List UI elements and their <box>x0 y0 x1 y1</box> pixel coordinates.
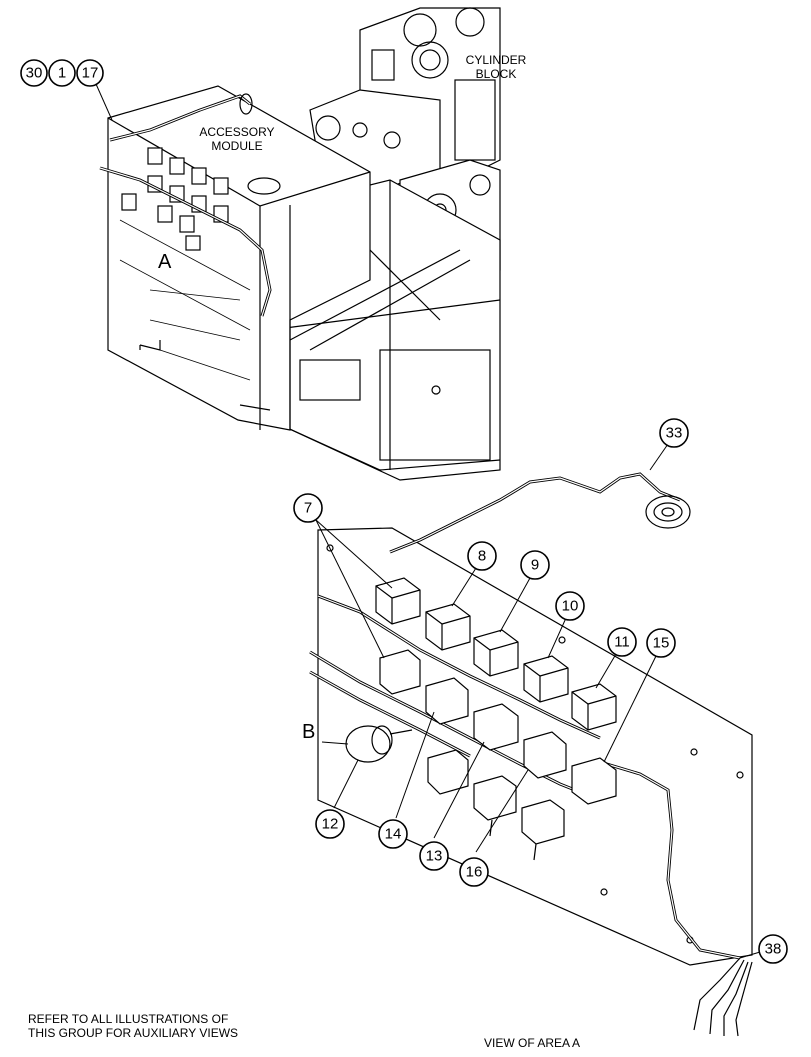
refer-note-line2: THIS GROUP FOR AUXILIARY VIEWS <box>28 1026 239 1040</box>
cylinder-block-label-line1: CYLINDER <box>466 53 527 67</box>
leader-b <box>321 741 349 745</box>
area-a-label: A <box>158 251 172 273</box>
relay-10 <box>523 655 569 703</box>
callout-17: 17 <box>76 59 104 87</box>
component-12 <box>345 725 413 763</box>
refer-note-line1: REFER TO ALL ILLUSTRATIONS OF <box>28 1012 229 1026</box>
accessory-module-drawing <box>99 85 371 431</box>
callout-14: 14 <box>378 819 408 849</box>
callout-13-number: 13 <box>426 848 443 865</box>
callout-13: 13 <box>419 841 449 871</box>
callout-10-number: 10 <box>562 598 579 615</box>
callout-leaders <box>315 443 761 959</box>
callout-15-number: 15 <box>653 635 670 652</box>
callout-17-number: 17 <box>82 65 99 82</box>
harness-33 <box>389 472 691 554</box>
callout-1: 1 <box>48 59 76 87</box>
callout-12-number: 12 <box>322 816 339 833</box>
relay-row-upper <box>375 577 617 731</box>
area-b-label: B <box>302 721 315 743</box>
relay-row-lower <box>379 649 617 861</box>
callout-7-number: 7 <box>304 500 312 517</box>
leader-17 <box>95 83 113 121</box>
callout-8-number: 8 <box>478 548 486 565</box>
callout-33-number: 33 <box>666 425 683 442</box>
refer-note: REFER TO ALL ILLUSTRATIONS OF THIS GROUP… <box>28 1012 238 1040</box>
harness-38 <box>599 760 753 1037</box>
relay-11 <box>571 683 617 731</box>
callout-33: 33 <box>659 418 689 448</box>
callout-9-number: 9 <box>531 557 539 574</box>
rail-harness <box>309 594 601 802</box>
accessory-module-label-line2: MODULE <box>211 139 262 153</box>
area-a-detail-drawing: B <box>302 443 761 1037</box>
relay-9 <box>473 629 519 677</box>
callout-7: 7 <box>293 493 323 523</box>
callout-11-number: 11 <box>614 634 630 651</box>
relay-8 <box>425 603 471 651</box>
callout-11: 11 <box>607 627 637 657</box>
callout-1-number: 1 <box>58 65 66 82</box>
accessory-module-label-line1: ACCESSORY <box>199 125 274 139</box>
upper-assembly-drawing: A ACCESSORY MODULE CYLINDER BLOCK <box>95 7 527 481</box>
callout-8: 8 <box>467 541 497 571</box>
callout-12: 12 <box>315 809 345 839</box>
cylinder-block-label-line2: BLOCK <box>476 67 517 81</box>
callout-14-number: 14 <box>385 826 402 843</box>
callout-10: 10 <box>555 591 585 621</box>
callout-16: 16 <box>459 857 489 887</box>
callout-30: 30 <box>20 59 48 87</box>
callout-30-number: 30 <box>26 65 43 82</box>
callout-15: 15 <box>646 628 676 658</box>
callout-38-number: 38 <box>765 941 782 958</box>
callout-16-number: 16 <box>466 864 483 881</box>
view-caption: VIEW OF AREA A <box>484 1036 581 1050</box>
callout-9: 9 <box>520 550 550 580</box>
relay-7 <box>375 577 421 625</box>
callout-38: 38 <box>758 934 788 964</box>
